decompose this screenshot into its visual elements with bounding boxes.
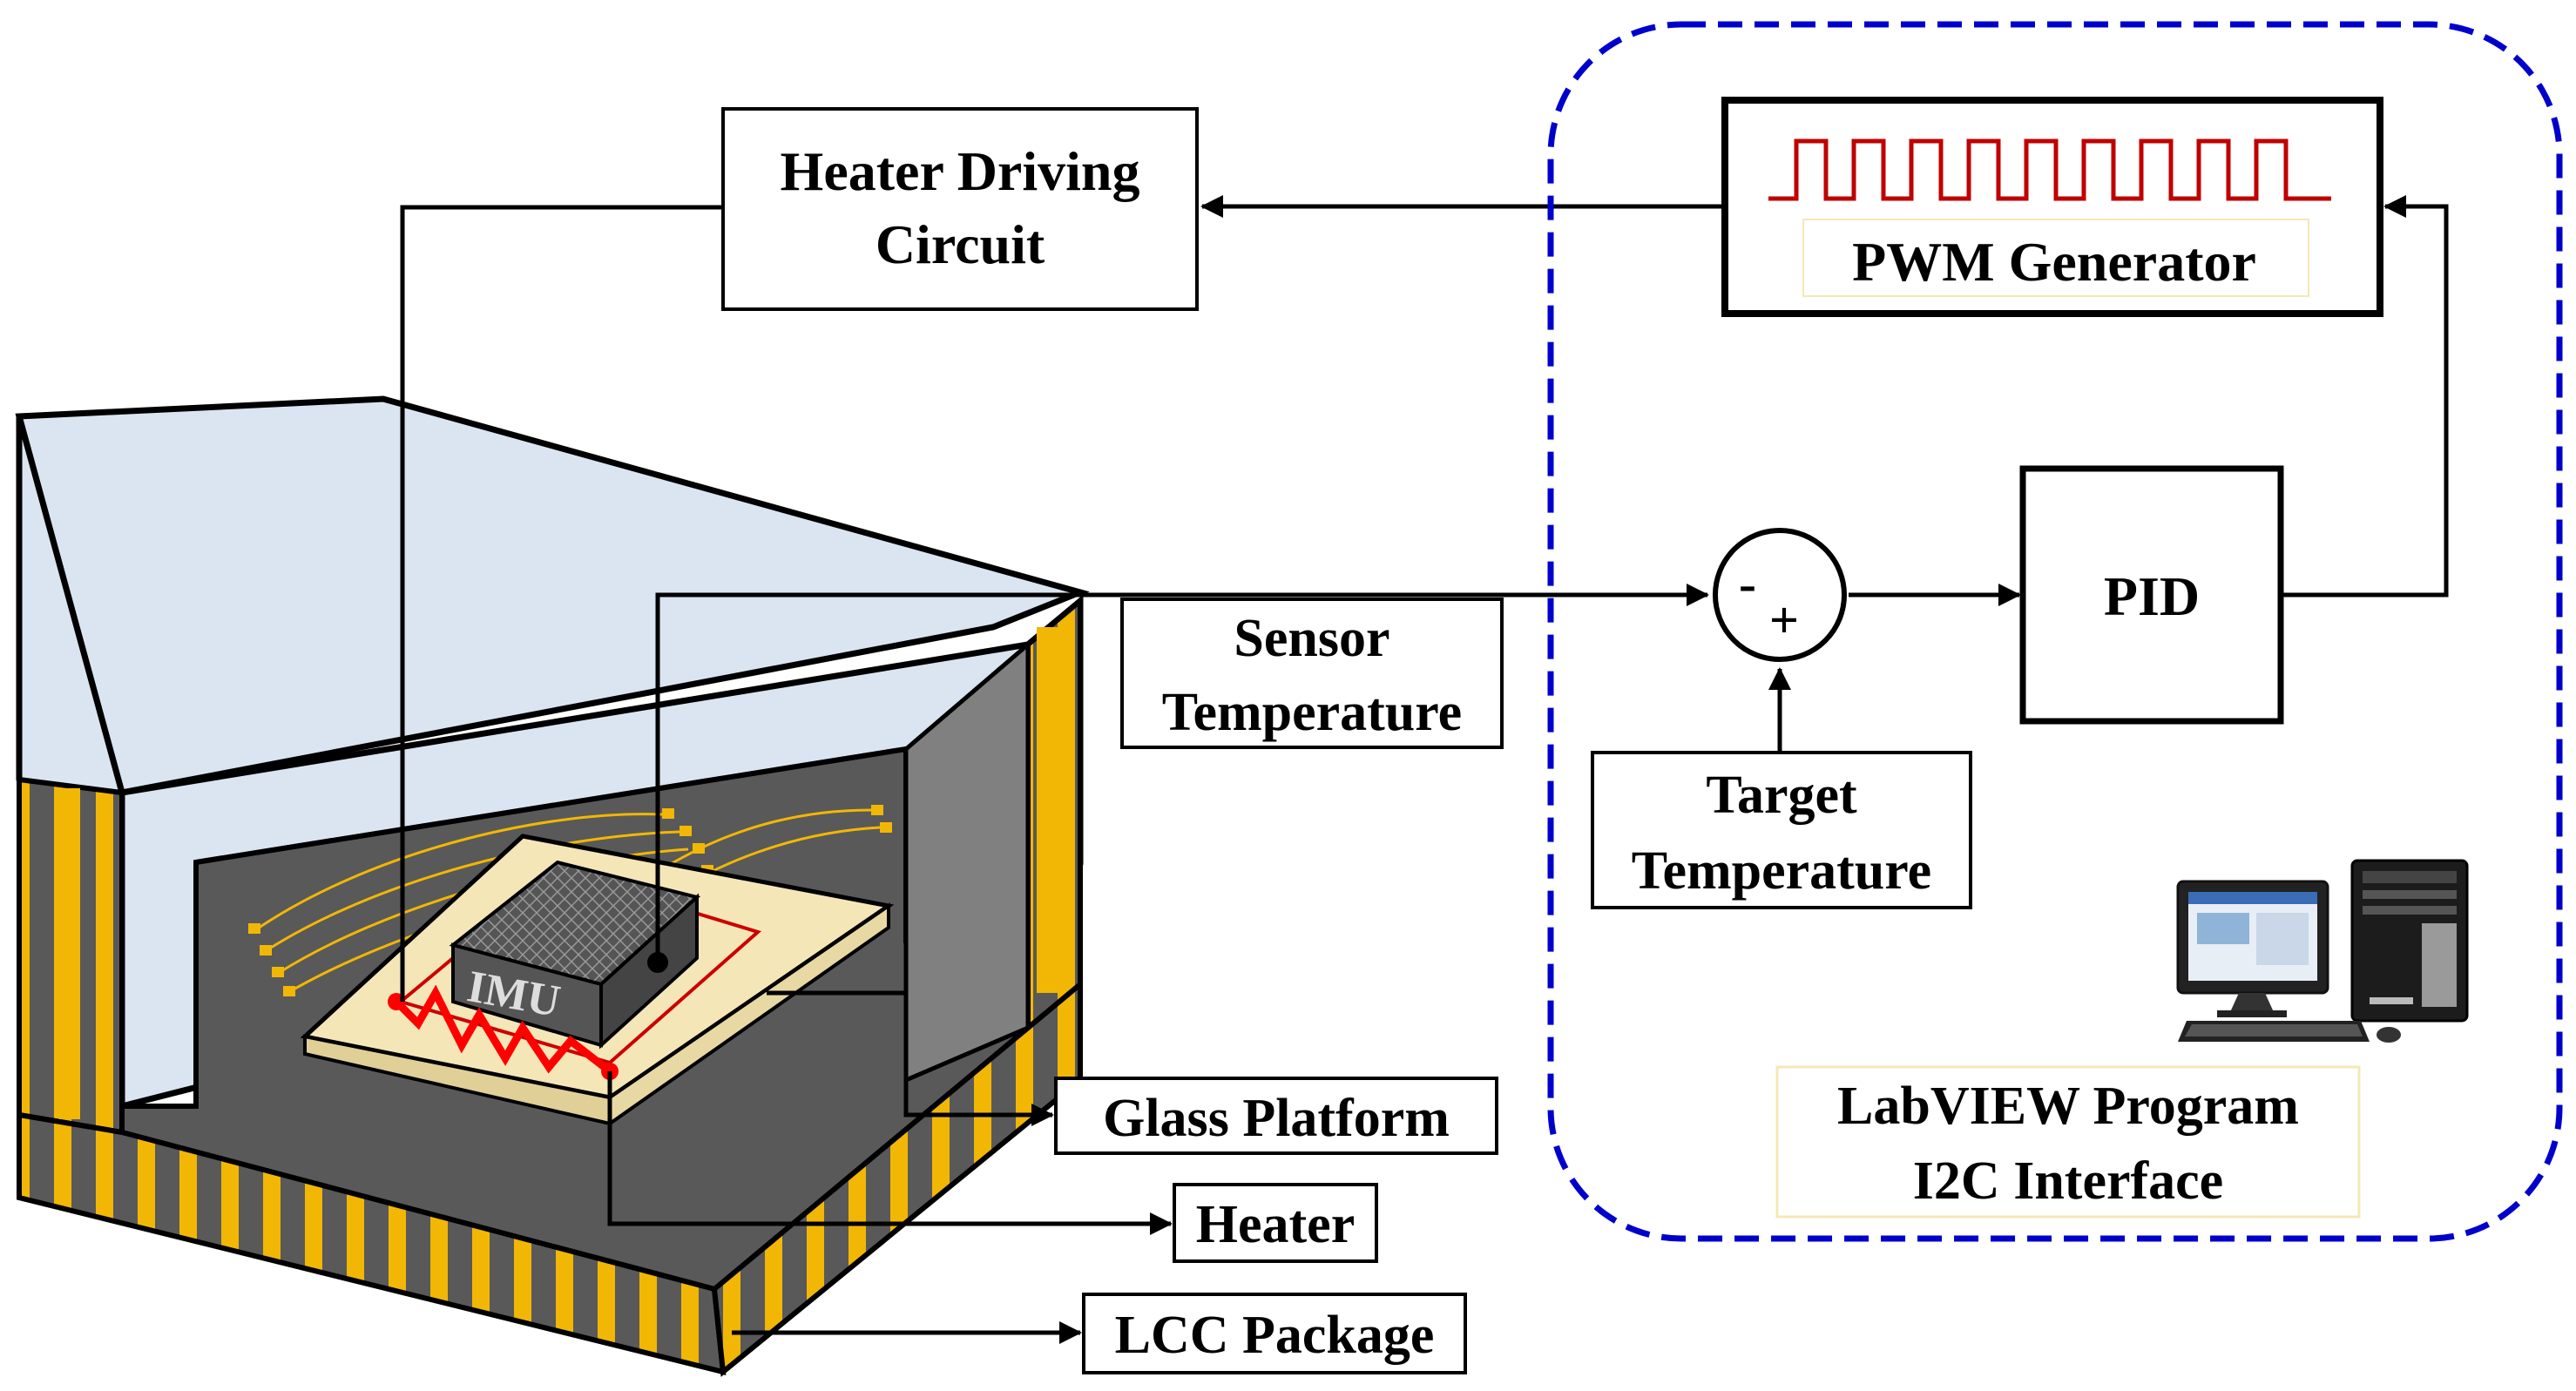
sensor-temperature-box: Sensor Temperature — [1120, 598, 1504, 749]
pwm-waveform — [1768, 138, 2331, 201]
heater-zigzag — [393, 984, 612, 1075]
pwm-generator-label: PWM Generator — [1852, 231, 2256, 293]
target-temperature-line2: Temperature — [1632, 841, 1931, 901]
lcc-package-drawing: IMU — [15, 395, 1090, 1377]
heater-driving-circuit-box: Heater Driving Circuit — [721, 107, 1199, 311]
computer-icon — [2176, 859, 2469, 1043]
heater-box: Heater — [1173, 1183, 1378, 1263]
heater-driving-circuit-line2: Circuit — [876, 213, 1045, 275]
gold-strip — [59, 788, 80, 1119]
pid-to-pwm-arrow — [2282, 195, 2449, 598]
gold-strip — [1037, 627, 1063, 993]
sensor-temperature-line2: Temperature — [1162, 683, 1462, 742]
pid-box: PID — [2019, 465, 2284, 725]
sensor-wire — [655, 584, 1709, 962]
target-temperature-line1: Target — [1706, 766, 1857, 825]
lcc-package-box: LCC Package — [1082, 1293, 1467, 1374]
pwm-label-box — [1802, 219, 2309, 297]
labview-label-box: LabVIEW Program I2C Interface — [1775, 1065, 2361, 1219]
lcc-package-label: LCC Package — [1115, 1306, 1435, 1365]
summing-junction: - + — [1713, 528, 1847, 662]
package-pillar-mid — [903, 639, 1031, 1084]
imu-chip-right — [599, 893, 699, 1050]
labview-region — [1547, 21, 2563, 1242]
computer-tower-icon — [2350, 859, 2469, 1023]
mouse-icon — [2377, 1027, 2401, 1043]
pwm-generator-box: PWM Generator — [1721, 97, 2383, 317]
heater-pointer — [607, 1071, 1173, 1235]
sensor-temperature-line1: Sensor — [1234, 609, 1389, 668]
labview-line1: LabVIEW Program — [1837, 1077, 2299, 1136]
heater-driving-circuit-line1: Heater Driving — [781, 140, 1140, 202]
heater-drive-wire — [400, 205, 723, 1002]
glass-platform-box: Glass Platform — [1054, 1077, 1498, 1155]
keyboard-icon — [2178, 1021, 2370, 1042]
glass-platform-label: Glass Platform — [1103, 1089, 1450, 1148]
glass-platform-pointer — [767, 990, 1054, 1126]
heater-label: Heater — [1196, 1195, 1355, 1254]
computer-monitor-icon — [2176, 880, 2329, 1017]
target-temperature-box: Target Temperature — [1591, 751, 1972, 909]
labview-line2: I2C Interface — [1913, 1151, 2223, 1211]
pid-label: PID — [2104, 565, 2200, 627]
sum-plus-sign: + — [1769, 591, 1799, 649]
signal-lines — [400, 195, 2449, 1344]
sum-minus-sign: - — [1739, 555, 1756, 612]
